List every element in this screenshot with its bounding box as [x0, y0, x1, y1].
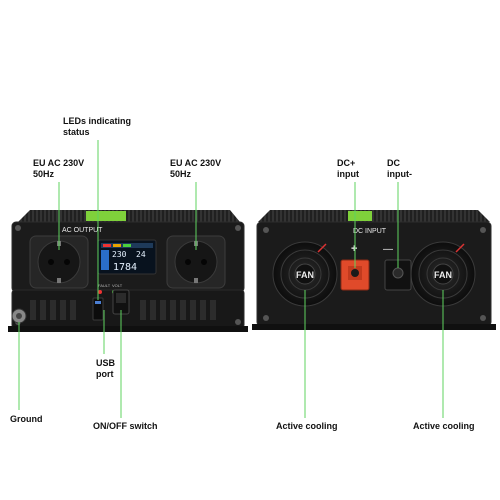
callout-active-cooling-left: Active cooling	[276, 421, 338, 431]
front-unit: AC OUTPUT 230 24 1784	[8, 210, 248, 332]
lcd-display: 230 24 1784	[97, 239, 157, 275]
callout-usb-port: USB port	[96, 358, 116, 379]
lcd-line2: 1784	[113, 262, 137, 273]
rear-unit: DC INPUT + — FAN FAN	[252, 210, 496, 330]
lcd-line1: 230	[112, 250, 127, 259]
volt-label: VOLT	[112, 283, 123, 288]
rear-heatsink-top	[258, 210, 490, 222]
socket-right	[166, 235, 226, 289]
fault-led	[98, 290, 102, 294]
dc-plus-symbol: +	[351, 243, 357, 255]
callout-eu-ac-left: EU AC 230V 50Hz	[33, 158, 85, 179]
front-vents	[30, 300, 216, 320]
ground-terminal	[11, 308, 27, 324]
socket-left	[29, 235, 89, 289]
callout-eu-ac-right: EU AC 230V 50Hz	[170, 158, 222, 179]
fan-right-label: FAN	[434, 270, 452, 280]
fault-label: FAULT	[98, 283, 111, 288]
callout-dc-plus-input: DC+ input	[337, 158, 359, 179]
front-ac-output-label: AC OUTPUT	[62, 227, 103, 234]
dc-minus-symbol: —	[383, 244, 393, 255]
dc-plus-terminal	[340, 259, 370, 291]
callout-onoff-switch: ON/OFF switch	[93, 421, 158, 431]
rear-top-label	[348, 211, 372, 221]
front-top-label	[86, 211, 126, 221]
front-heatsink-top	[18, 210, 240, 222]
fan-left-label: FAN	[296, 270, 314, 280]
lcd-line1b: 24	[136, 250, 146, 259]
callout-active-cooling-right: Active cooling	[413, 421, 475, 431]
callout-lines	[18, 140, 444, 418]
callout-leds-status: LEDs indicating status	[63, 116, 132, 137]
dc-minus-terminal	[384, 259, 412, 291]
rear-dc-input-label: DC INPUT	[353, 228, 387, 235]
callout-dc-minus-input: DC input-	[387, 158, 412, 179]
callout-ground: Ground	[10, 414, 43, 424]
